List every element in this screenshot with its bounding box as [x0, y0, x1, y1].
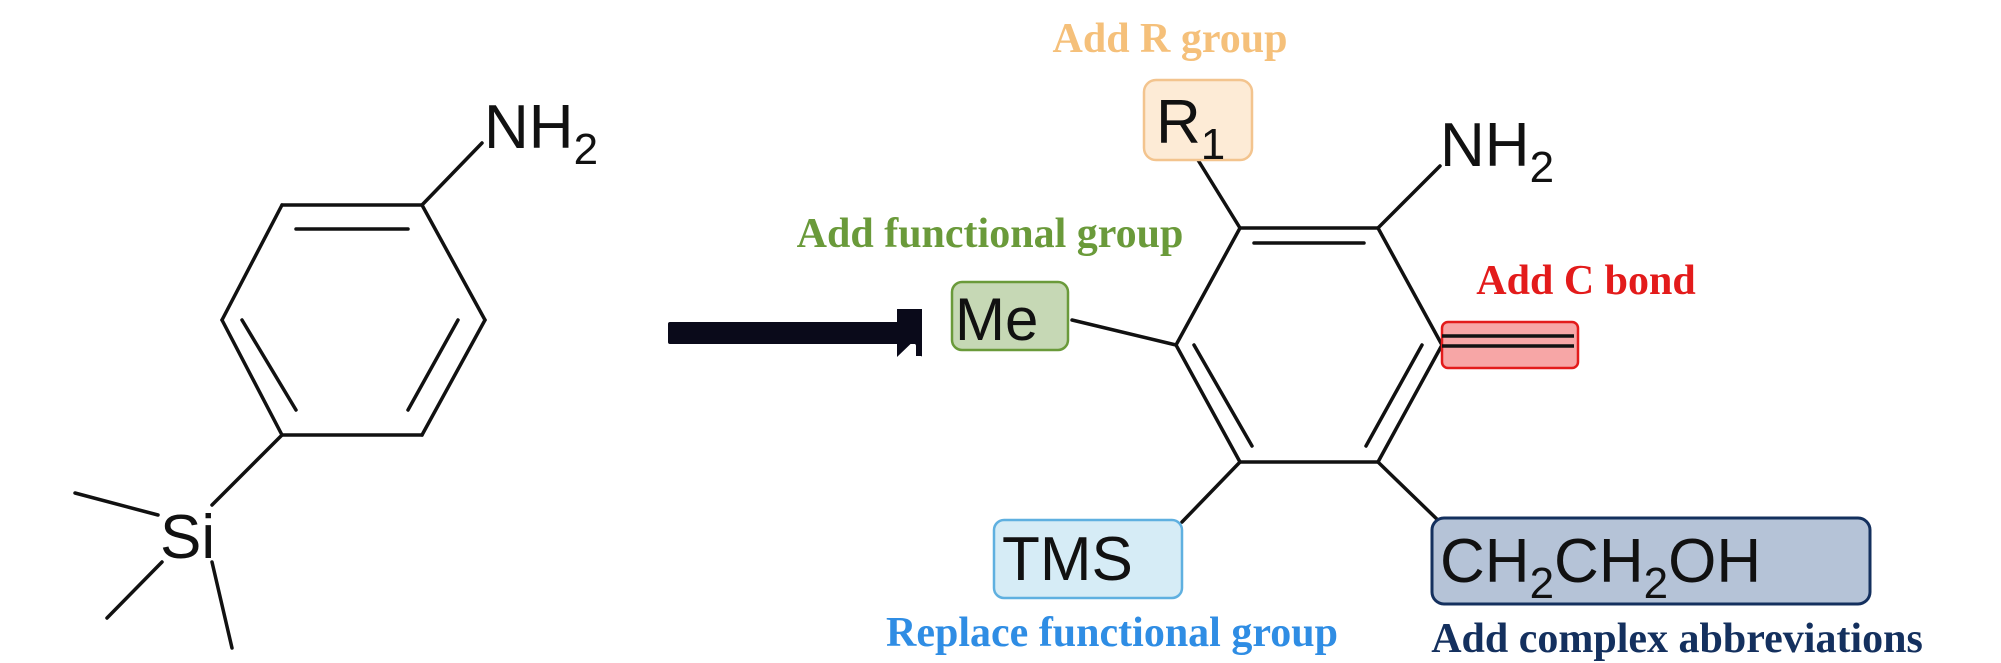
- si-methyl-bond-2: [105, 560, 164, 620]
- annotation-add-r-group: Add R group: [1053, 16, 1288, 62]
- right-benzene-ring: [1174, 226, 1444, 464]
- abbreviation-box: [1430, 516, 1872, 606]
- annotation-add-functional-group: Add functional group: [797, 211, 1184, 257]
- bond-to-methyl: [1070, 318, 1178, 347]
- silicon-label: Si: [160, 503, 215, 572]
- bond-to-abbreviation: [1376, 460, 1446, 528]
- left-bond-to-amine: [420, 141, 484, 207]
- left-molecule: [73, 141, 487, 650]
- right-amine-label: NH2: [1440, 111, 1554, 192]
- left-bond-to-silicon: [210, 433, 284, 507]
- bond-to-r-group: [1196, 158, 1242, 230]
- left-benzene-ring: [220, 203, 487, 437]
- si-methyl-bond-3: [210, 560, 234, 650]
- reaction-arrow: [668, 309, 922, 357]
- tms-box: [992, 518, 1184, 600]
- abbreviation-label: CH2CH2OH: [1440, 527, 1761, 608]
- bond-to-amine: [1376, 164, 1442, 230]
- bond-to-tms: [1180, 460, 1242, 524]
- r-group-box: [1142, 78, 1254, 162]
- annotation-add-c-bond: Add C bond: [1476, 258, 1695, 304]
- annotation-add-complex-abbreviations: Add complex abbreviations: [1431, 616, 1923, 662]
- right-molecule: [1070, 158, 1446, 528]
- r-group-label: R1: [1156, 88, 1225, 169]
- annotation-replace-functional-group: Replace functional group: [886, 610, 1338, 656]
- methyl-box: [950, 280, 1070, 352]
- methyl-label: Me: [955, 286, 1038, 353]
- tms-label: TMS: [1002, 525, 1133, 594]
- si-methyl-bond-1: [73, 491, 160, 517]
- left-amine-label: NH2: [484, 93, 598, 174]
